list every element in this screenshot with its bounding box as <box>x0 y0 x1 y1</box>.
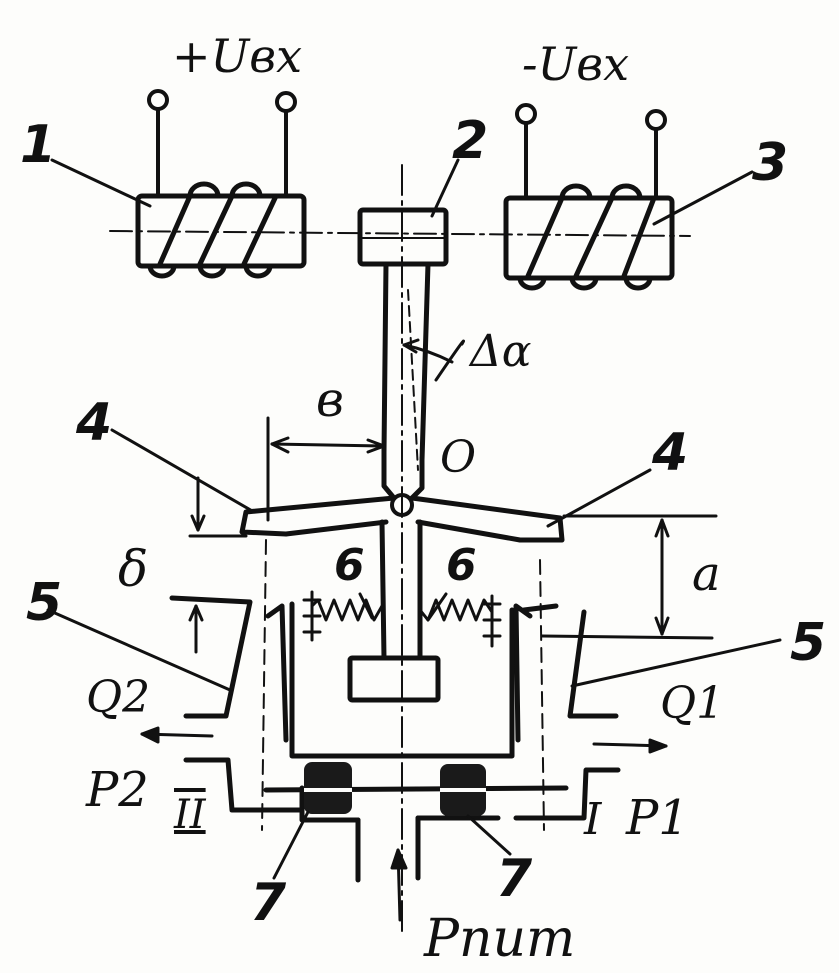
coil-left <box>135 181 307 279</box>
label-flow-left: Q2 <box>86 672 150 723</box>
label-pressure-right: P1 <box>625 790 689 846</box>
label-uin-plus: +Uвх <box>172 29 302 83</box>
label-throttle-right: 7 <box>496 849 533 909</box>
label-nozzle-left: 5 <box>26 573 62 633</box>
armature-stem <box>381 261 431 463</box>
label-throttle-left: 7 <box>250 873 287 933</box>
label-dim-b: в <box>316 372 344 428</box>
label-spring-left: 6 <box>334 540 365 591</box>
label-dim-a: a <box>692 546 721 602</box>
terminals-left <box>147 89 297 198</box>
label-flapper-right: 4 <box>651 423 688 483</box>
label-armature: 2 <box>452 111 488 171</box>
dimension-b <box>266 416 386 522</box>
housing <box>169 595 621 883</box>
label-nozzle-right: 5 <box>790 613 826 673</box>
leaders <box>46 158 782 880</box>
throttle-right <box>440 764 486 816</box>
label-flapper-left: 4 <box>75 393 112 453</box>
label-angle: Δα <box>468 326 532 377</box>
flapper-right <box>409 455 565 543</box>
spring-right <box>418 594 502 648</box>
flapper-left <box>239 447 397 537</box>
dimension-a <box>540 514 718 640</box>
label-flow-right: Q1 <box>660 678 724 729</box>
label-coil-left: 1 <box>20 115 56 175</box>
deflected-stem <box>407 289 419 471</box>
coil-axis <box>109 230 691 237</box>
terminals-right <box>515 103 667 200</box>
label-spring-right: 6 <box>446 540 477 591</box>
throttle-left <box>304 762 352 814</box>
flow-arrows <box>140 726 668 922</box>
label-port-left: II <box>173 792 207 838</box>
label-pivot: O <box>440 432 476 483</box>
label-coil-right: 3 <box>752 133 788 193</box>
damper-block <box>347 655 441 703</box>
label-uin-minus: -Uвх <box>522 37 629 91</box>
spring-left <box>302 590 384 642</box>
coil-right <box>503 183 675 291</box>
stem-lower <box>379 519 423 661</box>
label-port-right: I <box>583 794 603 845</box>
label-dim-delta: δ <box>118 540 148 598</box>
pivot <box>390 493 414 517</box>
label-pressure-left: P2 <box>85 762 149 818</box>
label-supply: Pпит <box>423 909 575 969</box>
dimension-delta <box>188 476 248 654</box>
